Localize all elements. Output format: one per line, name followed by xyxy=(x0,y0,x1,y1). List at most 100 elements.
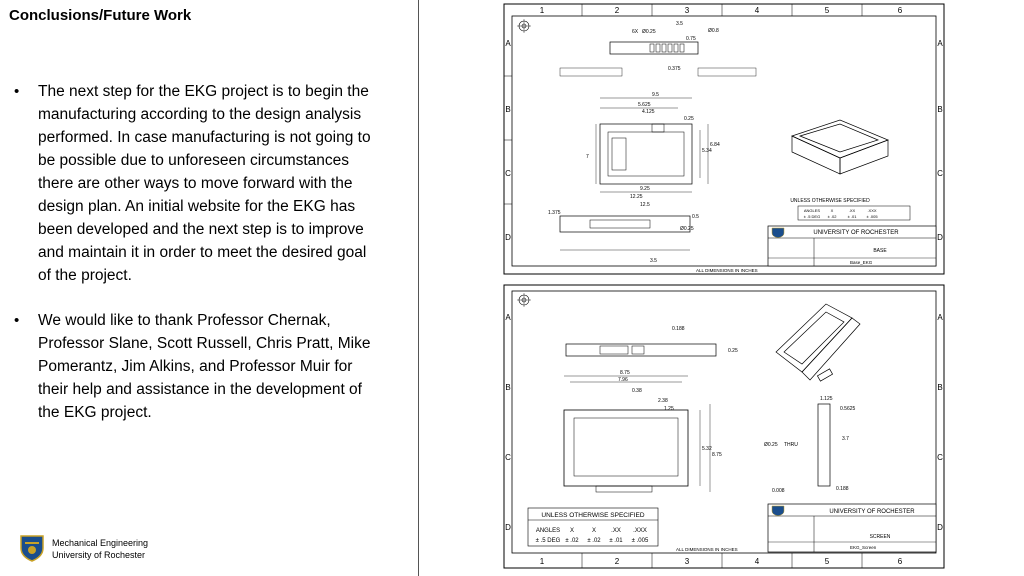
engineering-drawings: 1 2 3 4 5 6 A B C D A B C D 6X Ø0.25 xyxy=(503,3,945,569)
dimension: 0.75 xyxy=(686,36,696,42)
tolerance-header: .XX xyxy=(611,528,621,534)
row-label: A xyxy=(505,313,511,322)
bullet-text-acknowledgements: We would like to thank Professor Chernak… xyxy=(38,312,371,421)
dimension: THRU xyxy=(784,442,798,448)
dimension: Ø0.25 xyxy=(642,29,656,35)
drawing-sheet-base: 1 2 3 4 5 6 A B C D A B C D 6X Ø0.25 xyxy=(503,3,945,275)
col-label: 2 xyxy=(615,6,620,15)
dimension: 0.38 xyxy=(632,388,642,394)
bullet-list: • The next step for the EKG project is t… xyxy=(14,80,374,446)
dimension: 6X xyxy=(632,29,639,35)
col-label: 2 xyxy=(615,557,620,566)
row-label: C xyxy=(505,169,511,178)
tolerance-value: ± .5 DEG xyxy=(804,214,820,219)
title-block-university: UNIVERSITY OF ROCHESTER xyxy=(813,230,899,236)
dimension: 3.7 xyxy=(842,436,849,442)
title-block-university: UNIVERSITY OF ROCHESTER xyxy=(829,509,915,515)
tolerance-header: ANGLES xyxy=(804,208,821,213)
row-label: B xyxy=(937,383,942,392)
dimension: Ø0.25 xyxy=(680,226,694,232)
dimension: 1.125 xyxy=(820,396,833,402)
dimension: 0.5 xyxy=(692,214,699,220)
dimension: 0.375 xyxy=(668,66,681,72)
dimension: 3.5 xyxy=(650,258,657,264)
dimension: 9.5 xyxy=(652,92,659,98)
row-label: D xyxy=(937,233,943,242)
org-university: University of Rochester xyxy=(52,550,146,560)
row-label: D xyxy=(937,523,943,532)
dimension: 5.34 xyxy=(702,148,712,154)
row-label: A xyxy=(937,39,943,48)
row-label: D xyxy=(505,523,511,532)
tolerance-header: X xyxy=(570,528,574,534)
units-note: ALL DIMENSIONS IN INCHES xyxy=(676,547,738,552)
dimension: 0.25 xyxy=(728,348,738,354)
tolerance-header: .XXX xyxy=(867,208,876,213)
org-department: Mechanical Engineering xyxy=(52,538,149,548)
row-label: B xyxy=(505,105,510,114)
col-label: 1 xyxy=(540,557,545,566)
bullet-item: • The next step for the EKG project is t… xyxy=(14,80,374,287)
bullet-glyph: • xyxy=(14,83,20,100)
tolerance-value: ± .005 xyxy=(866,214,878,219)
row-label: C xyxy=(937,169,943,178)
row-label: B xyxy=(937,105,942,114)
drawing-sheet-screen: 1 2 3 4 5 6 A B C D A B C D 0.188 0.25 xyxy=(503,284,945,569)
title-block-part-title: BASE xyxy=(873,248,887,254)
dimension: 0.25 xyxy=(684,116,694,122)
dimension: 12.25 xyxy=(630,194,643,200)
title-block-part-name: EKG_Screen xyxy=(850,545,877,550)
dimension: 1.25 xyxy=(664,406,674,412)
tolerance-value: ± .02 xyxy=(565,538,579,544)
dimension: 8.75 xyxy=(620,370,630,376)
dimension: 0.188 xyxy=(836,486,849,492)
row-label: A xyxy=(505,39,511,48)
dimension: 2.38 xyxy=(658,398,668,404)
dimension: 6.84 xyxy=(710,142,720,148)
tolerance-value: ± .02 xyxy=(828,214,838,219)
tolerance-value: ± .02 xyxy=(587,538,601,544)
col-label: 3 xyxy=(685,557,690,566)
university-shield-icon xyxy=(20,535,44,562)
dimension: 12.5 xyxy=(640,202,650,208)
col-label: 4 xyxy=(755,557,760,566)
tolerance-value: ± .5 DEG xyxy=(536,538,561,544)
slide-title: Conclusions/Future Work xyxy=(9,7,192,24)
tolerance-header: X xyxy=(831,208,834,213)
col-label: 3 xyxy=(685,6,690,15)
dimension: 1.375 xyxy=(548,210,561,216)
units-note: ALL DIMENSIONS IN INCHES xyxy=(696,268,758,273)
tolerance-value: ± .01 xyxy=(848,214,858,219)
title-block-part-title: SCREEN xyxy=(870,534,891,540)
dimension: 3.5 xyxy=(676,21,683,27)
dimension: 0.188 xyxy=(672,326,685,332)
dimension: 8.75 xyxy=(712,452,722,458)
col-label: 5 xyxy=(825,557,830,566)
tolerance-value: ± .01 xyxy=(609,538,623,544)
row-label: D xyxy=(505,233,511,242)
title-block-part-name: Base_EKG xyxy=(850,260,873,265)
dimension: Ø0.8 xyxy=(708,28,719,34)
org-block: Mechanical Engineering University of Roc… xyxy=(52,537,148,561)
bullet-glyph: • xyxy=(14,312,20,329)
col-label: 5 xyxy=(825,6,830,15)
dimension: 5.625 xyxy=(638,102,651,108)
dimension: 7 xyxy=(586,154,589,160)
bullet-item: • We would like to thank Professor Chern… xyxy=(14,309,374,424)
tolerance-header: ANGLES xyxy=(536,528,560,534)
dimension: 7.96 xyxy=(618,377,628,383)
col-label: 4 xyxy=(755,6,760,15)
dimension: 9.25 xyxy=(640,186,650,192)
tolerance-heading: UNLESS OTHERWISE SPECIFIED xyxy=(790,198,870,204)
row-label: C xyxy=(505,453,511,462)
row-label: A xyxy=(937,313,943,322)
tolerance-header: .XX xyxy=(849,208,856,213)
slide-divider xyxy=(418,0,419,576)
dimension: 5.32 xyxy=(702,446,712,452)
col-label: 6 xyxy=(898,6,903,15)
dimension: 0.5625 xyxy=(840,406,856,412)
tolerance-header: X xyxy=(592,528,596,534)
tolerance-value: ± .005 xyxy=(632,538,649,544)
bullet-text-next-steps: The next step for the EKG project is to … xyxy=(38,83,371,284)
col-label: 1 xyxy=(540,6,545,15)
